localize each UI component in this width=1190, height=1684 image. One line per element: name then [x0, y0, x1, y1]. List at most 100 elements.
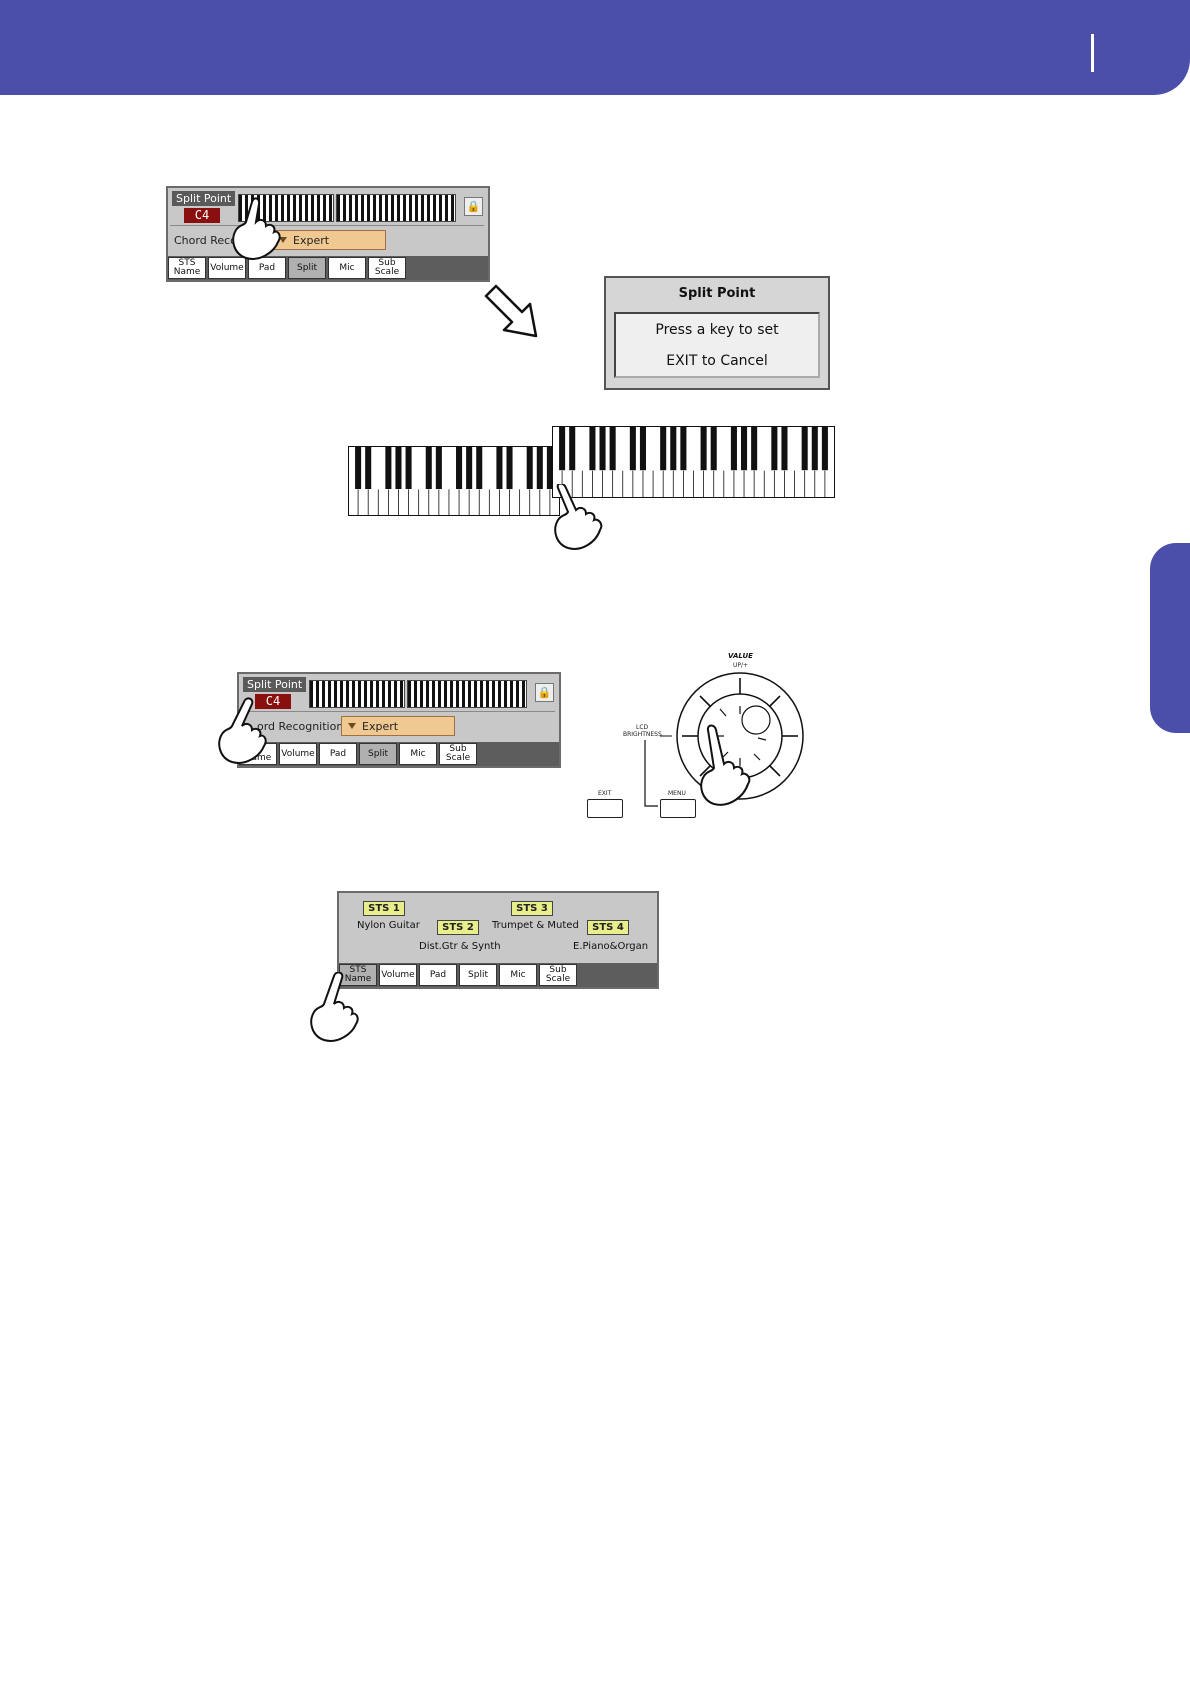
- tab-split[interactable]: Split: [288, 257, 326, 279]
- black-key: [670, 427, 677, 471]
- tab-pad[interactable]: Pad: [419, 964, 457, 986]
- hand-pointer-icon: [218, 697, 267, 764]
- hand-pointer-icon: [232, 197, 281, 260]
- black-key: [456, 447, 463, 489]
- black-key: [435, 447, 442, 489]
- tab-label: Name: [344, 974, 372, 984]
- chord-recognition-label: Chord Recog: [174, 234, 244, 247]
- tab-label: Mic: [510, 969, 526, 980]
- black-key: [781, 427, 788, 471]
- black-key: [680, 427, 687, 471]
- tab-pad[interactable]: Pad: [248, 257, 286, 279]
- black-key: [425, 447, 432, 489]
- lcd-label: LCD: [636, 724, 649, 731]
- sts-4-button[interactable]: STS 4: [587, 920, 629, 935]
- tab-split[interactable]: Split: [459, 964, 497, 986]
- tab-mic[interactable]: Mic: [399, 743, 437, 765]
- tab-label: Scale: [374, 267, 400, 277]
- black-key: [476, 447, 483, 489]
- exit-button[interactable]: [587, 799, 623, 818]
- mini-keyboard-right[interactable]: [407, 680, 527, 708]
- tab-label: Scale: [445, 753, 471, 763]
- sts-2-button[interactable]: STS 2: [437, 920, 479, 935]
- tab-label: Volume: [381, 969, 415, 980]
- dialog-line-2: EXIT to Cancel: [666, 353, 768, 369]
- black-key: [751, 427, 758, 471]
- sts-3-button[interactable]: STS 3: [511, 901, 553, 916]
- up-label: UP/+: [733, 662, 749, 669]
- sts-1-button[interactable]: STS 1: [363, 901, 405, 916]
- tab-label: Split: [368, 748, 388, 759]
- sts-3-name: Trumpet & Muted: [492, 920, 579, 931]
- black-key: [821, 427, 828, 471]
- black-key: [589, 427, 596, 471]
- arrow-down-right-icon: [484, 284, 538, 338]
- tab-label: Mic: [410, 748, 426, 759]
- split-point-label: Split Point: [172, 191, 236, 206]
- dropdown-value: Expert: [362, 719, 399, 733]
- black-key: [466, 447, 473, 489]
- divider: [241, 711, 555, 712]
- header-band: [0, 0, 1190, 95]
- tab-split[interactable]: Split: [359, 743, 397, 765]
- keyboard-lower: [348, 446, 560, 516]
- dialog-title: Split Point: [678, 286, 756, 301]
- tab-label: STS: [349, 965, 367, 975]
- tab-label: Scale: [545, 974, 571, 984]
- mini-keyboard-left[interactable]: [309, 680, 405, 708]
- chord-recognition-label: ord Recognition:: [257, 720, 348, 733]
- split-point-value[interactable]: C4: [255, 694, 291, 709]
- sts-panel: STS 1 Nylon Guitar STS 2 Dist.Gtr & Synt…: [337, 891, 659, 989]
- tab-mic[interactable]: Mic: [499, 964, 537, 986]
- black-key: [629, 427, 636, 471]
- tab-volume[interactable]: Volume: [279, 743, 317, 765]
- black-key: [710, 427, 717, 471]
- tab-label: Name: [173, 267, 201, 277]
- black-key: [811, 427, 818, 471]
- split-point-value[interactable]: C4: [184, 208, 220, 223]
- black-key: [700, 427, 707, 471]
- tab-volume[interactable]: Volume: [379, 964, 417, 986]
- brightness-label: BRIGHTNESS: [623, 731, 662, 738]
- black-key: [395, 447, 402, 489]
- chord-recognition-dropdown[interactable]: Expert: [272, 230, 386, 250]
- side-chapter-tab: [1150, 543, 1190, 733]
- black-key: [801, 427, 808, 471]
- dropdown-arrow-icon: [279, 237, 287, 243]
- black-key: [365, 447, 372, 489]
- keyboard-upper: [552, 426, 835, 498]
- black-key: [639, 427, 646, 471]
- tab-volume[interactable]: Volume: [208, 257, 246, 279]
- menu-label: MENU: [668, 790, 686, 797]
- tab-label: Split: [468, 969, 488, 980]
- tab-label: Name: [244, 753, 272, 763]
- value-dial[interactable]: [590, 664, 810, 814]
- tab-label: Pad: [429, 969, 447, 980]
- black-key: [355, 447, 362, 489]
- lock-icon[interactable]: 🔒: [535, 683, 554, 702]
- tab-label: Sub: [549, 965, 567, 975]
- mini-keyboard-right[interactable]: [336, 194, 456, 222]
- tab-mic[interactable]: Mic: [328, 257, 366, 279]
- chord-recognition-dropdown[interactable]: Expert: [341, 716, 455, 736]
- tab-label: Split: [297, 262, 317, 273]
- black-key: [385, 447, 392, 489]
- black-key: [405, 447, 412, 489]
- tab-label: Mic: [339, 262, 355, 273]
- exit-label: EXIT: [598, 790, 612, 797]
- dialog-body: Press a key to set EXIT to Cancel: [614, 312, 820, 378]
- black-key: [546, 447, 553, 489]
- menu-button[interactable]: [660, 799, 696, 818]
- black-key: [559, 427, 566, 471]
- tab-pad[interactable]: Pad: [319, 743, 357, 765]
- header-divider: [1091, 34, 1094, 72]
- lock-icon[interactable]: 🔒: [464, 197, 483, 216]
